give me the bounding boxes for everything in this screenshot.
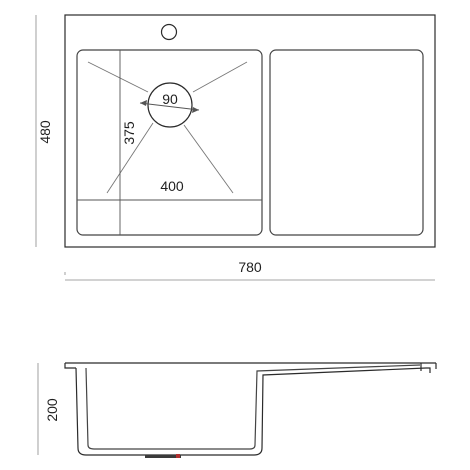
side-drain-accent: [176, 454, 180, 458]
overall-depth-label: 480: [37, 120, 53, 144]
sink-bowl: [76, 49, 263, 236]
drain-hole: [147, 82, 193, 128]
sink-top-view: 90 400 375 480 780: [35, 14, 436, 281]
drain-diameter-label: 90: [162, 91, 178, 107]
faucet-hole: [160, 23, 178, 41]
sink-outline: [64, 14, 436, 248]
sink-side-view: 200: [37, 362, 437, 458]
arrow-head: [192, 107, 199, 113]
drain-diameter-dimension-line: [139, 102, 200, 111]
drainboard: [269, 49, 424, 236]
overall-width-label: 780: [238, 259, 262, 275]
bowl-depth-label: 375: [121, 121, 137, 145]
bowl-groove-line: [192, 61, 248, 93]
side-bowl-inner-profile: [85, 364, 421, 450]
height-label: 200: [44, 398, 60, 422]
arrow-head: [140, 100, 147, 106]
bowl-groove-line: [106, 122, 154, 194]
side-rim-left: [64, 363, 76, 369]
side-bowl-profile: [75, 367, 431, 456]
bowl-groove-line: [87, 61, 149, 93]
side-drain-outlet: [145, 455, 181, 458]
bowl-groove-line: [183, 124, 234, 194]
bowl-width-label: 400: [160, 178, 184, 194]
